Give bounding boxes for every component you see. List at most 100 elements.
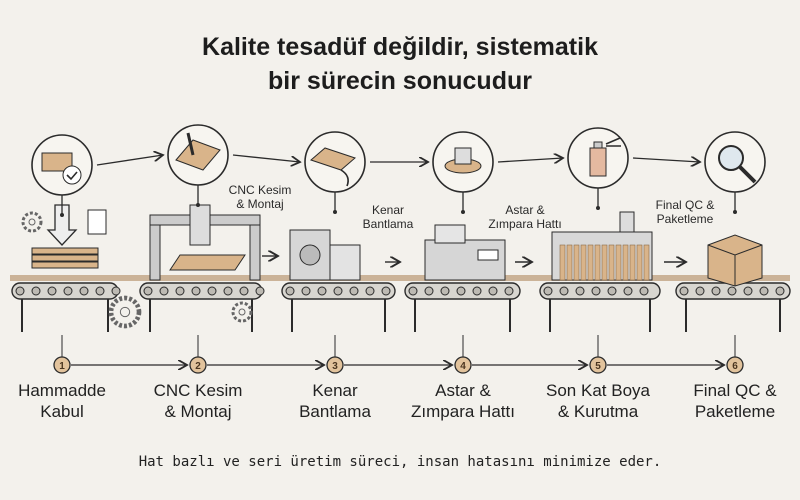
step-label: CNC Kesim& Montaj [133,380,263,422]
wood-panel [169,254,246,271]
step-number: 6 [732,361,738,372]
step-label-line2: & Kurutma [557,402,639,421]
roller [79,286,89,296]
roller [31,286,41,296]
step-label: Son Kat Boya & Kurutma [533,380,663,422]
roller [759,286,769,296]
station-caption-edge: Kenar Bantlama [343,203,433,231]
roller [472,286,482,296]
curtain-strip [594,244,601,281]
sander-head [434,224,466,244]
check-circle [62,165,82,185]
gear-hub [238,308,246,316]
step-number: 1 [59,361,65,372]
roller [63,286,73,296]
station-caption-cnc: CNC Kesim & Montaj [215,183,305,211]
curtain-strip [601,244,608,281]
roller [175,286,185,296]
caption-line: Astar & [505,203,545,217]
roller [711,286,721,296]
step-label: Final QC &Paketleme [670,380,800,422]
cnc-leg [249,224,261,281]
roller [285,286,295,296]
curtain-strip [587,244,594,281]
edge-roller [299,244,321,266]
gear-icon [21,211,43,233]
connector-dot [196,203,200,207]
roller [543,286,553,296]
roller [775,286,785,296]
flow-arrow [96,155,163,166]
roller [207,286,217,296]
roller [623,286,633,296]
roller [333,286,343,296]
curtain-strip [580,244,587,281]
roller [191,286,201,296]
station-caption-sanding: Astar & Zımpara Hattı [480,203,570,231]
curtain-strip [622,244,629,281]
step-number-badge [53,356,71,374]
step-label-line1: Son Kat Boya [546,381,650,400]
connector-dot [333,210,337,214]
title-line-2: bir sürecin sonucudur [268,67,532,95]
roller [695,286,705,296]
wood-board [175,139,221,171]
spray-can [589,147,607,177]
station-caption-qc: Final QC & Paketleme [640,198,730,226]
roller [47,286,57,296]
caption-line: CNC Kesim [228,183,292,197]
roller [456,286,466,296]
curtain-strip [573,244,580,281]
flow-arrow [632,158,700,162]
roller [301,286,311,296]
edge-tape [340,169,349,187]
gear-hub [119,306,131,318]
roller [255,286,265,296]
step-number: 4 [460,361,466,372]
roller [381,286,391,296]
step-label-line1: Final QC & [693,381,777,400]
step-label-line2: Kabul [40,402,84,421]
exhaust-duct [619,211,635,233]
roller [575,286,585,296]
wood-plank [31,254,99,262]
spray-mist [605,137,621,147]
step-label-line1: Hammadde [18,381,106,400]
handle [738,165,757,184]
spray-nozzle [593,141,603,149]
roller [591,286,601,296]
caption-line: Kenar [371,203,405,217]
roller [424,286,434,296]
step-label-line2: Zımpara Hattı [411,402,515,421]
roller [111,286,121,296]
curtain-strip [559,244,566,281]
caption-line: Final QC & [655,198,715,212]
router-bit [186,132,195,156]
step-label-line1: Kenar [312,381,358,400]
cnc-spindle [189,204,211,246]
roller [317,286,327,296]
wood-plank [31,261,99,269]
step-number-badge [326,356,344,374]
roller [159,286,169,296]
download-arrow-icon [46,204,78,246]
roller [727,286,737,296]
connector-dot [461,210,465,214]
curtain-strip [629,244,636,281]
roller [223,286,233,296]
connector-dot [60,213,64,217]
step-label-line1: Astar & [435,381,491,400]
sander-top [454,147,472,165]
step-number-badge [454,356,472,374]
step-number-badge [589,356,607,374]
page-title: Kalite tesadüf değildir, sistematik bir … [0,30,800,98]
roller [440,286,450,296]
caption-line: Zımpara Hattı [488,217,562,231]
roller [559,286,569,296]
flow-arrow [497,158,563,162]
connector-dot [733,210,737,214]
caption-line: Bantlama [362,217,414,231]
